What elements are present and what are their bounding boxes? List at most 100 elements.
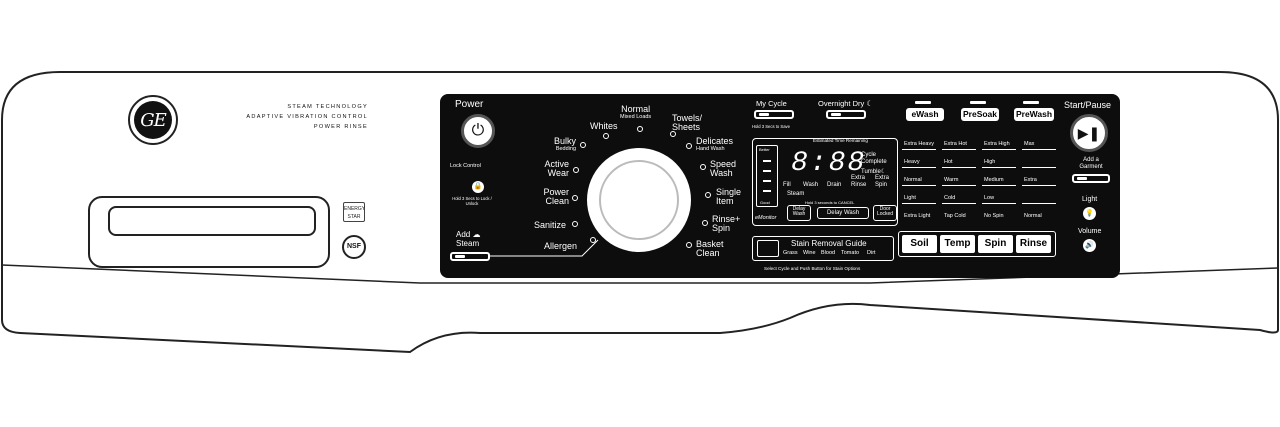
cycle-allergen[interactable]: Allergen bbox=[544, 242, 577, 251]
soil-option: Heavy bbox=[904, 159, 920, 165]
cycle-label: Active Wear bbox=[544, 159, 569, 178]
cycle-sublabel: Mixed Loads bbox=[620, 114, 652, 120]
temp-option: Warm bbox=[944, 177, 959, 183]
start-pause-label: Start/Pause bbox=[1064, 100, 1112, 110]
cycle-single-item[interactable]: Single Item bbox=[716, 188, 748, 206]
lock-icon[interactable]: 🔒 bbox=[472, 181, 484, 193]
option-divider bbox=[942, 149, 976, 150]
stain-removal-guide: Stain Removal Guide Grass Wine Blood Tom… bbox=[752, 236, 894, 261]
cycle-whites[interactable]: Whites bbox=[590, 122, 618, 131]
presoak-button[interactable]: PreSoak bbox=[961, 108, 999, 121]
options-grid: Extra Heavy Heavy Normal Light Extra Lig… bbox=[898, 137, 1056, 229]
soil-option: Normal bbox=[904, 177, 922, 183]
delay-wash-small-button[interactable]: Delay Wash bbox=[787, 205, 811, 221]
spin-option: Extra High bbox=[984, 141, 1010, 147]
ewash-button[interactable]: eWash bbox=[906, 108, 944, 121]
steam-indicator: Steam bbox=[787, 191, 805, 197]
option-divider bbox=[1022, 203, 1056, 204]
my-cycle-hint: Hold 3 Secs to Save bbox=[752, 124, 790, 129]
temp-option: Hot bbox=[944, 159, 953, 165]
add-steam-label: Add ☁ Steam bbox=[456, 230, 480, 248]
feature-item: POWER RINSE bbox=[313, 124, 368, 130]
drawer-handle[interactable] bbox=[108, 206, 316, 236]
cycle-label: Sanitize bbox=[534, 220, 567, 230]
knob-ring bbox=[599, 160, 679, 240]
emonitor-label: eMonitor bbox=[755, 215, 777, 221]
temp-button[interactable]: Temp bbox=[940, 235, 975, 253]
energy-star-logo: ENERGY STAR bbox=[343, 202, 365, 222]
play-pause-icon: ▶❚ bbox=[1077, 125, 1101, 141]
my-cycle-label: My Cycle bbox=[756, 99, 787, 108]
cycle-label: Single Item bbox=[716, 187, 742, 206]
nsf-logo: NSF bbox=[342, 235, 366, 259]
cycle-power-clean[interactable]: Power Clean bbox=[535, 188, 569, 206]
spin-option: High bbox=[984, 159, 996, 165]
cycle-basket-clean[interactable]: Basket Clean bbox=[696, 240, 732, 258]
detergent-drawer[interactable] bbox=[88, 196, 330, 268]
overnight-dry-button[interactable] bbox=[826, 110, 866, 119]
stain-guide-title: Stain Removal Guide bbox=[791, 239, 867, 248]
delay-wash-button[interactable]: Delay Wash bbox=[817, 207, 869, 219]
cycle-active-wear[interactable]: Active Wear bbox=[537, 160, 569, 178]
control-panel: Power ⏻ Lock Control 🔒 Hold 3 Secs to Lo… bbox=[440, 94, 1120, 278]
stain-wine: Wine bbox=[803, 250, 816, 256]
cycle-sublabel: Hand Wash bbox=[696, 146, 725, 152]
prewash-button[interactable]: PreWash bbox=[1014, 108, 1054, 121]
volume-icon[interactable]: 🔊 bbox=[1083, 239, 1096, 252]
option-divider bbox=[902, 185, 936, 186]
cycle-label: Whites bbox=[590, 121, 618, 131]
light-icon[interactable]: 💡 bbox=[1083, 207, 1096, 220]
option-divider bbox=[942, 203, 976, 204]
cycle-indicator bbox=[637, 126, 643, 132]
option-divider bbox=[1022, 167, 1056, 168]
time-remaining-label: Estimated Time Remaining bbox=[813, 138, 868, 143]
ge-logo: GE bbox=[128, 95, 178, 145]
cycle-indicator bbox=[705, 192, 711, 198]
cycle-speed-wash[interactable]: Speed Wash bbox=[710, 160, 744, 178]
overnight-dry-text: Overnight Dry bbox=[818, 99, 865, 108]
option-divider bbox=[942, 167, 976, 168]
emonitor-bar bbox=[763, 170, 771, 172]
add-steam-line1: Add bbox=[456, 230, 471, 239]
spin-option: No Spin bbox=[984, 213, 1004, 219]
stage-fill: Fill bbox=[783, 182, 791, 188]
soil-option: Extra Heavy bbox=[904, 141, 934, 147]
cycle-towels-sheets[interactable]: Towels/ Sheets bbox=[672, 114, 712, 132]
cycle-rinse-spin[interactable]: Rinse+ Spin bbox=[712, 215, 748, 233]
tumble-text: Tumble bbox=[861, 169, 881, 175]
add-garment-button[interactable] bbox=[1072, 174, 1110, 183]
soil-button[interactable]: Soil bbox=[902, 235, 937, 253]
ewash-indicator bbox=[915, 101, 931, 104]
cycle-indicator bbox=[686, 242, 692, 248]
light-label: Light bbox=[1082, 196, 1098, 203]
steam-icon: ☁ bbox=[470, 230, 481, 239]
cycle-selector-knob[interactable] bbox=[587, 148, 691, 252]
rinse-option: Normal bbox=[1024, 213, 1042, 219]
rinse-button[interactable]: Rinse bbox=[1016, 235, 1051, 253]
start-pause-button[interactable]: ▶❚ bbox=[1070, 114, 1108, 152]
cycle-indicator bbox=[572, 195, 578, 201]
my-cycle-button[interactable] bbox=[754, 110, 794, 119]
add-steam-button[interactable] bbox=[450, 252, 490, 261]
power-button[interactable]: ⏻ bbox=[461, 114, 495, 148]
option-divider bbox=[942, 185, 976, 186]
stain-tomato: Tomato bbox=[841, 250, 860, 256]
feature-list: STEAM TECHNOLOGY ADAPTIVE VIBRATION CONT… bbox=[240, 102, 368, 132]
emonitor-top-label: Better bbox=[759, 147, 770, 152]
emonitor-bar bbox=[763, 190, 771, 192]
stain-button[interactable] bbox=[757, 240, 779, 257]
cycle-sanitize[interactable]: Sanitize bbox=[534, 221, 566, 230]
option-divider bbox=[1022, 185, 1056, 186]
option-divider bbox=[902, 203, 936, 204]
cycle-indicator bbox=[686, 143, 692, 149]
option-divider bbox=[902, 167, 936, 168]
option-divider bbox=[982, 203, 1016, 204]
nsf-text: NSF bbox=[347, 243, 361, 250]
volume-label: Volume bbox=[1078, 228, 1102, 235]
lock-control-label: Lock Control bbox=[450, 163, 481, 169]
overnight-dry-label: Overnight Dry ☾ bbox=[818, 99, 873, 109]
spin-button[interactable]: Spin bbox=[978, 235, 1013, 253]
